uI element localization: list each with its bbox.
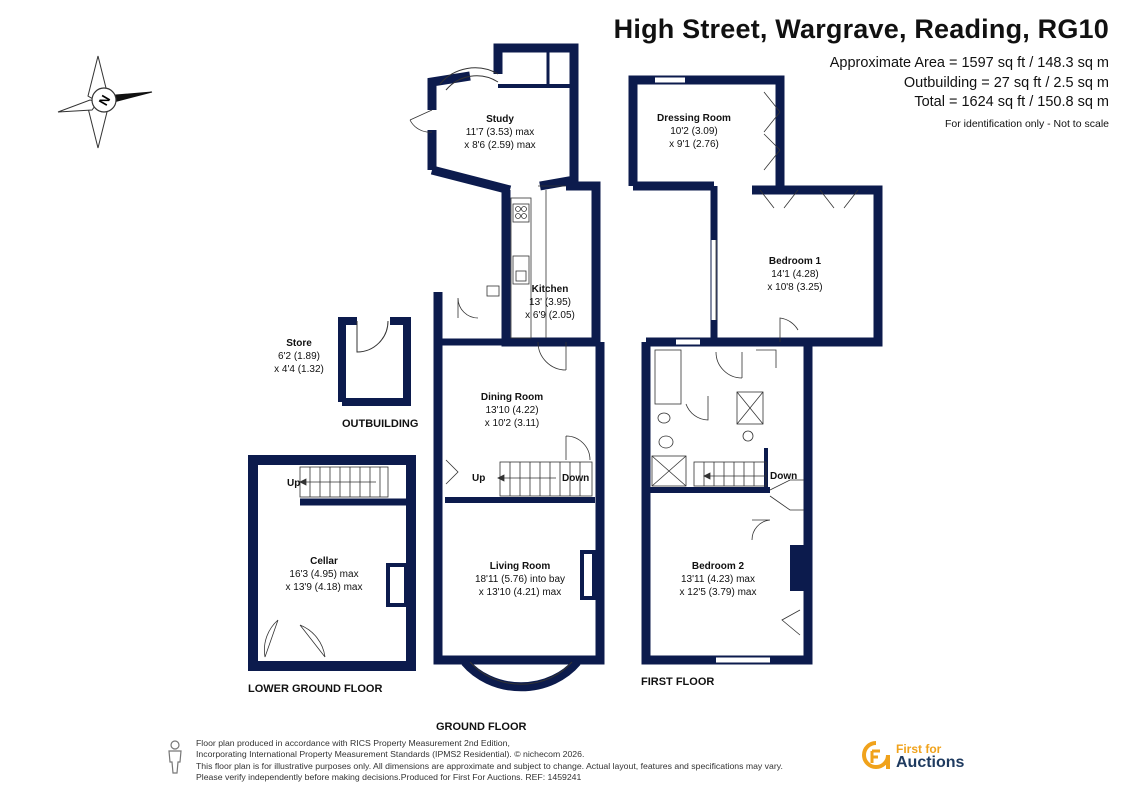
bedroom2-name: Bedroom 2 [692,561,745,572]
study-name: Study [486,114,514,125]
cellar-stairs [299,466,389,498]
floor-label-first: FIRST FLOOR [641,676,714,688]
dining-dim1: 13'10 (4.22) [485,405,538,416]
area-summary: Approximate Area = 1597 sq ft / 148.3 sq… [830,54,1109,134]
bedroom1-name: Bedroom 1 [769,256,822,267]
footer-line1: Floor plan produced in accordance with R… [196,738,510,748]
living-dim1: 18'11 (5.76) into bay [475,574,565,585]
ground-stairs-down: Down [562,473,589,484]
bedroom2-dim1: 13'11 (4.23) max [681,574,755,585]
brand-line1: First for [896,742,942,756]
dressing-dim2: x 9'1 (2.76) [669,139,719,150]
dressing-name: Dressing Room [657,113,731,124]
brand-logo-icon [862,741,890,769]
first-stairs-down: Down [770,471,797,482]
store-dim2: x 4'4 (1.32) [274,364,324,375]
footer-notes: Floor plan produced in accordance with R… [196,738,783,783]
ground-stairs-up: Up [472,473,485,484]
person-icon [168,740,182,774]
brand-logo: First for Auctions [862,741,964,771]
area-main: Approximate Area = 1597 sq ft / 148.3 sq… [829,55,1109,71]
floor-label-lower-ground: LOWER GROUND FLOOR [248,683,382,695]
bathroom-fittings [651,349,777,487]
first-floor-stairs [693,461,804,511]
kitchen-fittings [457,190,567,371]
kitchen-dim1: 13' (3.95) [529,297,571,308]
kitchen-name: Kitchen [532,284,569,295]
footer-line2: Incorporating International Property Mea… [196,749,585,760]
living-name: Living Room [490,561,551,572]
area-total: Total = 1624 sq ft / 150.8 sq m [914,94,1109,110]
bedroom1-dim2: x 10'8 (3.25) [767,282,822,293]
living-dim2: x 13'10 (4.21) max [479,587,562,598]
dressing-dim1: 10'2 (3.09) [670,126,718,137]
dining-dim2: x 10'2 (3.11) [485,418,540,429]
disclaimer: For identification only - Not to scale [945,117,1109,130]
ground-floor-walls [409,43,605,692]
cellar-doors [264,619,326,658]
cellar-name: Cellar [310,556,338,567]
store-walls [338,317,411,406]
cellar-dim2: x 13'9 (4.18) max [286,582,363,593]
property-title: High Street, Wargrave, Reading, RG10 [613,14,1109,44]
cellar-stairs-up: Up [287,478,300,489]
ground-floor-stairs [445,435,593,497]
compass-icon: N [57,55,153,149]
bedroom1-dim1: 14'1 (4.28) [771,269,819,280]
store-name: Store [286,338,312,349]
study-dim1: 11'7 (3.53) max [466,127,534,138]
footer-line4: Please verify independently before makin… [196,771,582,782]
area-outbuilding: Outbuilding = 27 sq ft / 2.5 sq m [903,74,1109,91]
floor-label-outbuilding: OUTBUILDING [342,418,418,430]
first-floor-walls [628,75,883,665]
dining-name: Dining Room [481,392,543,403]
cellar-walls [248,455,416,671]
study-dim2: x 8'6 (2.59) max [464,140,535,151]
kitchen-dim2: x 6'9 (2.05) [525,310,575,321]
bedroom2-dim2: x 12'5 (3.79) max [680,587,757,598]
brand-line2: Auctions [896,754,965,771]
cellar-dim1: 16'3 (4.95) max [289,569,358,580]
floor-label-ground: GROUND FLOOR [436,721,526,733]
wardrobe-doors [751,91,859,636]
store-dim1: 6'2 (1.89) [278,351,320,362]
footer-line3: This floor plan is for illustrative purp… [196,760,783,771]
